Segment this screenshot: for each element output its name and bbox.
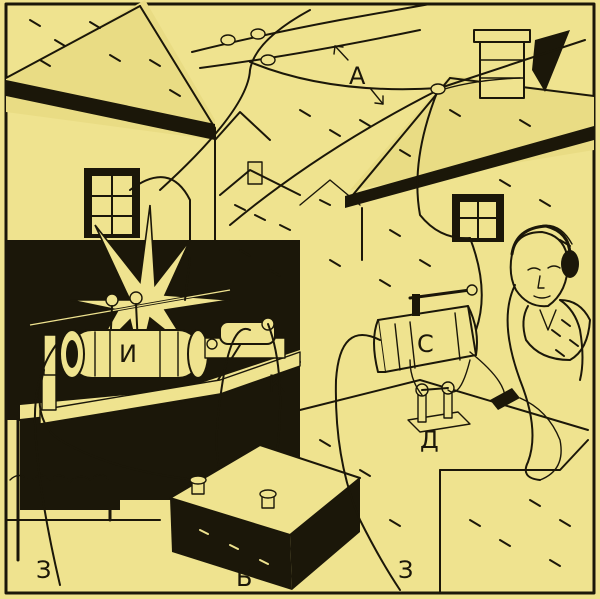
receiver-table (299, 379, 589, 594)
left-window (84, 168, 140, 238)
right-house (345, 29, 595, 267)
battery (169, 444, 361, 590)
lead-in-wire (129, 176, 191, 259)
label-ground-right: З (398, 556, 413, 584)
receiver-wires (334, 237, 483, 591)
headphone-cord (469, 284, 562, 481)
background-hatching (239, 109, 391, 287)
label-detector: Д (420, 426, 439, 454)
antenna-wires (159, 3, 586, 240)
label-antenna: А (349, 62, 366, 90)
base-board (39, 351, 301, 425)
label-coherer: С (417, 330, 434, 358)
label-ground-left: З (36, 556, 51, 584)
headphone-right-icon (561, 250, 579, 278)
label-spark-coil: И (119, 340, 137, 368)
label-battery: Б (236, 564, 252, 592)
left-roof (5, 0, 216, 241)
spark-coil (43, 329, 209, 379)
headphone-plug-icon (490, 388, 520, 410)
morse-key (204, 317, 286, 381)
right-window (452, 194, 504, 242)
spark-gap (28, 288, 232, 351)
detector (407, 381, 471, 433)
smoke-shadow (532, 30, 570, 92)
label-key: К (268, 370, 285, 398)
distant-roofs (214, 111, 361, 231)
